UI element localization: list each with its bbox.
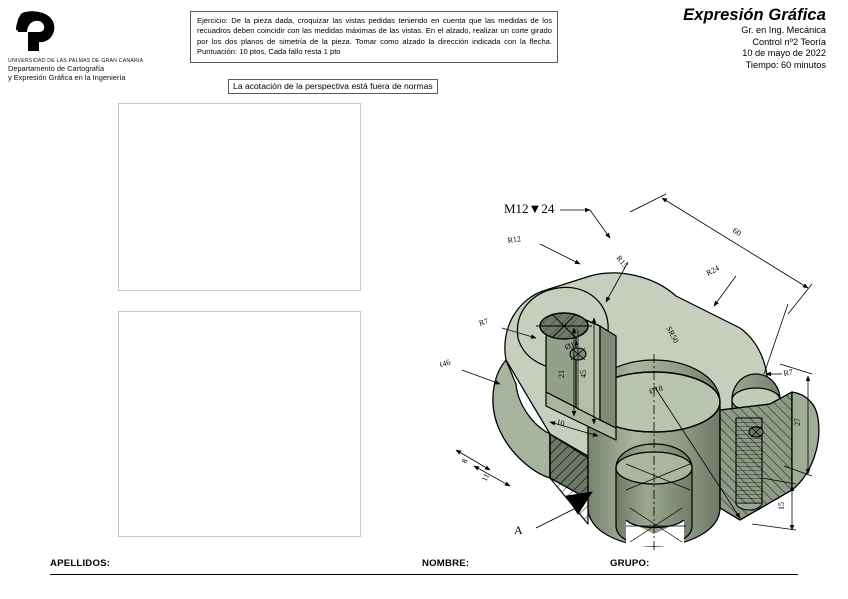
annotation-depth-11: 11 [480,472,491,483]
annotation-radius-15: R15 [614,254,629,270]
exercise-statement-box: Ejercicio: De la pieza dada, croquizar l… [190,11,558,63]
exam-title: Expresión Gráfica [683,6,826,24]
annotation-depth-8: 8 [460,457,470,465]
annotation-radius-12: R12 [507,234,521,245]
exercise-statement-text: Ejercicio: De la pieza dada, croquizar l… [197,16,552,57]
view-box-bottom[interactable] [118,311,361,537]
annotation-radius-46: R46 [440,358,451,370]
annotation-height-27: 27 [793,418,802,426]
annotation-radius-7-right: R7 [783,367,794,377]
annotation-width-10: 10 [555,417,565,428]
footer-rule [50,574,798,575]
perspective-note-box: La acotación de la perspectiva está fuer… [228,79,438,94]
annotation-radius-24: R24 [705,264,721,278]
exam-degree: Gr. en Ing. Mecánica [741,25,826,35]
view-direction-label: A [514,523,523,537]
annotation-thread-callout: M12▼24 [504,201,555,216]
view-box-top[interactable] [118,103,361,291]
student-info-footer: APELLIDOS: NOMBRE: GRUPO: [50,558,798,578]
exam-header: Expresión Gráfica Gr. en Ing. Mecánica C… [683,6,826,71]
nombre-label: NOMBRE: [422,558,470,569]
grupo-label: GRUPO: [610,558,650,569]
annotation-radius-7-left: R7 [478,316,490,327]
annotation-height-15: 15 [777,502,786,510]
department-line-1: Departamento de Cartografía [8,64,105,73]
institution-block: UNIVERSIDAD DE LAS PALMAS DE GRAN CANARI… [8,10,188,83]
ulpgc-logo-icon [16,11,55,52]
part-svg: M12▼24 R12 R15 R24 60 R7 R7 R46 [440,193,820,550]
annotation-height-21: 21 [557,370,566,378]
apellidos-label: APELLIDOS: [50,558,111,569]
annotation-diameter-18: Ø18 [648,383,664,395]
isometric-part-drawing: M12▼24 R12 R15 R24 60 R7 R7 R46 [440,178,848,550]
exam-date: 10 de mayo de 2022 [742,48,826,59]
annotation-length-60: 60 [731,225,743,238]
exam-duration: Tiempo: 60 minutos [745,59,826,70]
department-line-2: y Expresión Gráfica en la Ingeniería [8,73,126,83]
perspective-note-text: La acotación de la perspectiva está fuer… [233,81,433,91]
annotation-height-45: 45 [579,370,588,378]
university-name: UNIVERSIDAD DE LAS PALMAS DE GRAN CANARI… [8,58,144,64]
exam-control: Control nº2 Teoría [752,36,826,47]
